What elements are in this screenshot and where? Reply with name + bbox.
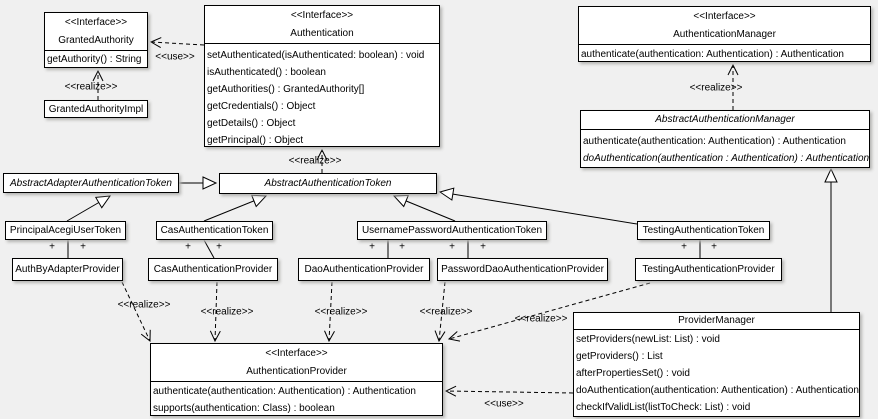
class-cas-authentication-token[interactable]: CasAuthenticationToken — [156, 221, 273, 240]
class-testing-authentication-provider[interactable]: TestingAuthenticationProvider — [635, 258, 782, 281]
method: getProviders() : List — [576, 351, 663, 362]
class-granted-authority-impl[interactable]: GrantedAuthorityImpl — [44, 100, 148, 118]
class-name: PasswordDaoAuthenticationProvider — [441, 264, 604, 275]
class-abstract-adapter-authentication-token[interactable]: AbstractAdapterAuthenticationToken — [3, 173, 179, 193]
generalization-principal-token — [66, 195, 112, 222]
realize-cas-provider — [209, 281, 221, 343]
generalization-cas-token — [203, 194, 268, 222]
class-provider-manager[interactable]: ProviderManager setProviders(newList: Li… — [573, 312, 860, 417]
association-cas-token-provider — [203, 239, 215, 259]
stereotype-label: <<Interface>> — [693, 11, 756, 22]
method: supports(authentication: Class) : boolea… — [153, 403, 335, 414]
method: setAuthenticated(isAuthenticated: boolea… — [207, 50, 425, 61]
edge-label-realize: <<realize>> — [419, 306, 473, 318]
association-end-multiplicity: + — [80, 241, 86, 253]
method: getAuthority() : String — [47, 54, 142, 65]
association-end-multiplicity: + — [711, 241, 717, 253]
generalization-testing-token — [438, 187, 638, 225]
stereotype-label: <<Interface>> — [265, 348, 328, 359]
association-end-multiplicity: + — [49, 241, 55, 253]
stereotype-label: <<Interface>> — [290, 10, 354, 21]
edge-label-realize: <<realize>> — [689, 82, 743, 94]
class-granted-authority[interactable]: <<Interface>> GrantedAuthority getAuthor… — [44, 12, 148, 68]
edge-label-realize: <<realize>> — [64, 81, 118, 93]
class-name: AbstractAuthenticationToken — [264, 178, 392, 189]
method: getAuthorities() : GrantedAuthority[] — [207, 84, 365, 95]
class-name: PrincipalAcegiUserToken — [9, 225, 122, 236]
edge-label-use: <<use>> — [484, 398, 524, 410]
method: authenticate(authentication: Authenticat… — [153, 386, 416, 397]
method: authenticate(authentication: Authenticat… — [581, 49, 844, 60]
class-name: GrantedAuthority — [58, 35, 134, 46]
class-principal-acegi-user-token[interactable]: PrincipalAcegiUserToken — [5, 221, 126, 240]
class-auth-by-adapter-provider[interactable]: AuthByAdapterProvider — [12, 258, 123, 281]
use-authentication-to-granted-authority — [149, 37, 205, 48]
class-testing-authentication-token[interactable]: TestingAuthenticationToken — [637, 221, 770, 240]
edge-label-realize: <<realize>> — [314, 306, 368, 318]
association-end-multiplicity: + — [399, 241, 405, 253]
class-name: CasAuthenticationToken — [160, 225, 269, 236]
edge-label-use: <<use>> — [155, 51, 195, 63]
class-dao-authentication-provider[interactable]: DaoAuthenticationProvider — [298, 258, 430, 281]
stereotype-label: <<Interface>> — [64, 17, 128, 28]
class-username-password-authentication-token[interactable]: UsernamePasswordAuthenticationToken — [357, 221, 547, 240]
association-end-multiplicity: + — [681, 241, 687, 253]
association-end-multiplicity: + — [369, 241, 375, 253]
class-name: CasAuthenticationProvider — [153, 264, 273, 275]
edge-label-realize: <<realize>> — [288, 155, 342, 167]
class-name: TestingAuthenticationProvider — [642, 264, 775, 275]
class-cas-authentication-provider[interactable]: CasAuthenticationProvider — [148, 258, 278, 281]
class-authentication[interactable]: <<Interface>> Authentication setAuthenti… — [204, 5, 440, 147]
method: getPrincipal() : Object — [207, 135, 304, 146]
method: authenticate(authentication: Authenticat… — [583, 136, 846, 147]
class-authentication-manager[interactable]: <<Interface>> AuthenticationManager auth… — [578, 6, 871, 62]
association-end-multiplicity: + — [449, 241, 455, 253]
edge-label-realize: <<realize>> — [200, 306, 254, 318]
class-name: UsernamePasswordAuthenticationToken — [361, 225, 543, 236]
class-name: AbstractAdapterAuthenticationToken — [10, 177, 172, 189]
method: getCredentials() : Object — [207, 101, 316, 112]
method: checkIfValidList(listToCheck: List) : vo… — [576, 402, 751, 413]
class-name: TestingAuthenticationToken — [642, 225, 765, 236]
realize-dao-provider — [324, 281, 335, 343]
generalization-username-password-token — [392, 194, 456, 222]
class-password-dao-authentication-provider[interactable]: PasswordDaoAuthenticationProvider — [437, 258, 608, 281]
edge-label-realize: <<realize>> — [117, 299, 171, 311]
association-end-multiplicity: + — [480, 241, 486, 253]
method: setProviders(newList: List) : void — [576, 334, 720, 345]
class-name: ProviderManager — [678, 315, 755, 326]
method: getDetails() : Object — [207, 118, 296, 129]
use-provider-manager-to-authentication-provider — [444, 385, 574, 397]
association-end-multiplicity: + — [185, 241, 191, 253]
class-name: Authentication — [290, 28, 354, 39]
class-name: AuthByAdapterProvider — [15, 264, 120, 275]
class-abstract-authentication-token[interactable]: AbstractAuthenticationToken — [219, 173, 437, 194]
association-end-multiplicity: + — [216, 241, 222, 253]
class-abstract-authentication-manager[interactable]: AbstractAuthenticationManager authentica… — [580, 110, 870, 168]
realize-auth-by-adapter-provider — [121, 281, 151, 343]
method: isAuthenticated() : boolean — [207, 67, 326, 78]
class-authentication-provider[interactable]: <<Interface>> AuthenticationProvider aut… — [150, 343, 443, 416]
method: doAuthentication(authentication : Authen… — [583, 153, 869, 164]
class-name: AbstractAuthenticationManager — [655, 114, 795, 125]
realize-password-dao-provider — [434, 281, 446, 343]
edge-label-realize: <<realize>> — [514, 313, 568, 325]
method: afterPropertiesSet() : void — [576, 368, 690, 379]
class-name: GrantedAuthorityImpl — [48, 103, 144, 115]
class-name: DaoAuthenticationProvider — [304, 264, 424, 275]
class-name: AuthenticationManager — [673, 29, 776, 40]
class-name: AuthenticationProvider — [246, 366, 347, 377]
method: doAuthentication(authentication: Authent… — [576, 385, 859, 396]
